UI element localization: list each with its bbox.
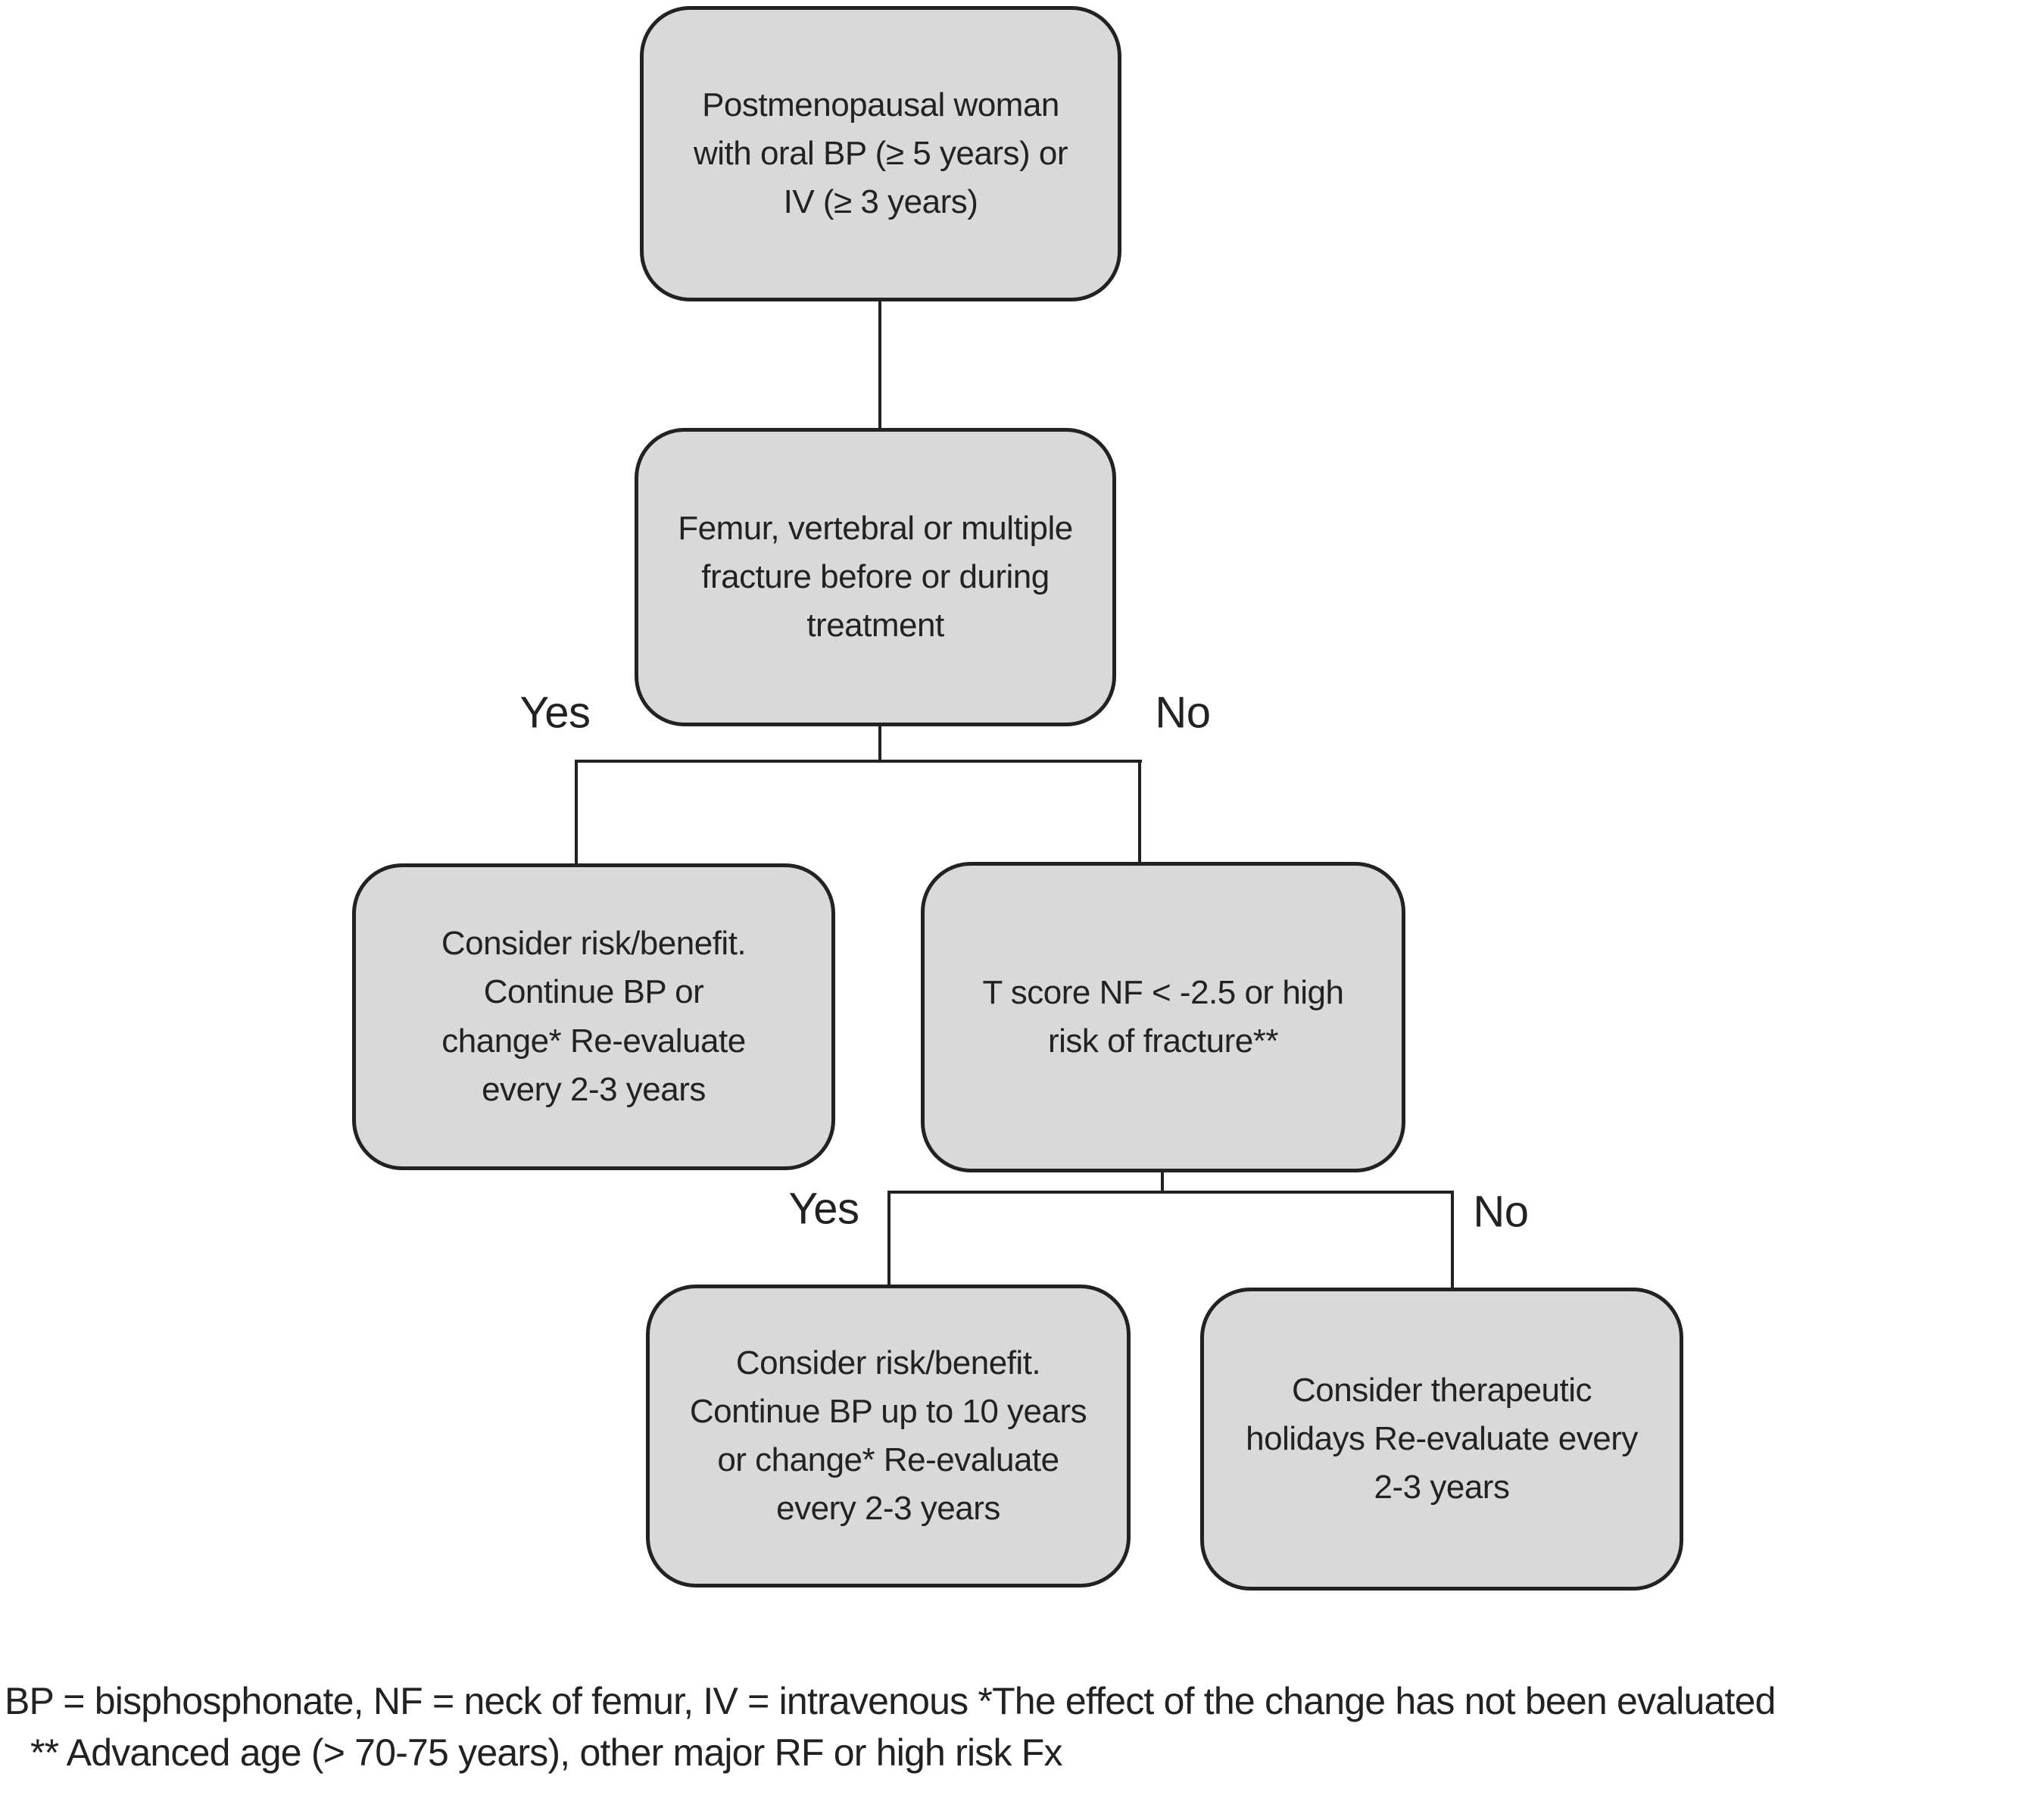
flow-node-continue-bp-10-years: Consider risk/benefit. Continue BP up to… [646, 1285, 1131, 1587]
connector-branch1-no-vertical [1138, 760, 1141, 865]
node-text-line: risk of fracture** [1048, 1022, 1278, 1060]
flow-node-therapeutic-holidays-text: Consider therapeutic holidays Re-evaluat… [1246, 1366, 1638, 1513]
flow-node-continue-bp-10-years-text: Consider risk/benefit. Continue BP up to… [690, 1339, 1087, 1534]
flow-node-continue-bp: Consider risk/benefit. Continue BP or ch… [352, 863, 835, 1170]
flow-node-continue-bp-text: Consider risk/benefit. Continue BP or ch… [441, 919, 747, 1114]
branch-label-tscore-no: No [1473, 1187, 1529, 1237]
connector-branch2-yes-vertical [887, 1191, 890, 1288]
footnote-line-1: BP = bisphosphonate, NF = neck of femur,… [5, 1680, 1776, 1722]
node-text-line: fracture before or during [701, 557, 1050, 595]
connector-branch2-horizontal [887, 1191, 1454, 1194]
footnote-line-2: ** Advanced age (> 70-75 years), other m… [30, 1731, 1063, 1774]
flow-node-tscore-question: T score NF < -2.5 or high risk of fractu… [921, 862, 1405, 1172]
node-text-line: Continue BP or [483, 973, 704, 1011]
node-text-line: every 2-3 years [776, 1490, 1000, 1528]
flow-node-fracture-question-text: Femur, vertebral or multiple fracture be… [678, 504, 1073, 651]
flow-node-start-text: Postmenopausal woman with oral BP (≥ 5 y… [694, 81, 1068, 227]
node-text-line: Consider risk/benefit. [441, 925, 747, 963]
node-text-line: Continue BP up to 10 years [689, 1392, 1087, 1430]
flow-node-start: Postmenopausal woman with oral BP (≥ 5 y… [640, 6, 1121, 301]
node-text-line: T score NF < -2.5 or high [982, 973, 1345, 1011]
connector-start-to-fracture [878, 300, 881, 430]
node-text-line: Femur, vertebral or multiple [678, 509, 1073, 547]
footnote-block: BP = bisphosphonate, NF = neck of femur,… [5, 1675, 1776, 1778]
connector-tscore-stub [1161, 1169, 1164, 1194]
node-text-line: holidays Re-evaluate every [1246, 1419, 1638, 1457]
connector-branch2-no-vertical [1451, 1191, 1454, 1291]
node-text-line: every 2-3 years [482, 1070, 706, 1108]
flow-node-tscore-question-text: T score NF < -2.5 or high risk of fractu… [982, 969, 1345, 1066]
node-text-line: Consider risk/benefit. [735, 1344, 1041, 1381]
branch-label-tscore-yes: Yes [788, 1184, 859, 1234]
node-text-line: Postmenopausal woman [702, 86, 1059, 123]
node-text-line: or change* Re-evaluate [717, 1441, 1059, 1478]
flow-node-therapeutic-holidays: Consider therapeutic holidays Re-evaluat… [1200, 1288, 1683, 1591]
connector-branch1-yes-vertical [575, 760, 578, 866]
branch-label-fracture-yes: Yes [519, 688, 591, 738]
flow-node-fracture-question: Femur, vertebral or multiple fracture be… [635, 428, 1116, 726]
node-text-line: Consider therapeutic [1291, 1371, 1592, 1409]
connector-fracture-stub [878, 724, 881, 763]
branch-label-fracture-no: No [1155, 688, 1211, 738]
node-text-line: IV (≥ 3 years) [783, 183, 978, 221]
node-text-line: with oral BP (≥ 5 years) or [693, 134, 1068, 172]
node-text-line: change* Re-evaluate [441, 1022, 746, 1060]
connector-branch1-horizontal [575, 760, 1142, 763]
node-text-line: treatment [806, 607, 944, 645]
node-text-line: 2-3 years [1374, 1469, 1510, 1506]
